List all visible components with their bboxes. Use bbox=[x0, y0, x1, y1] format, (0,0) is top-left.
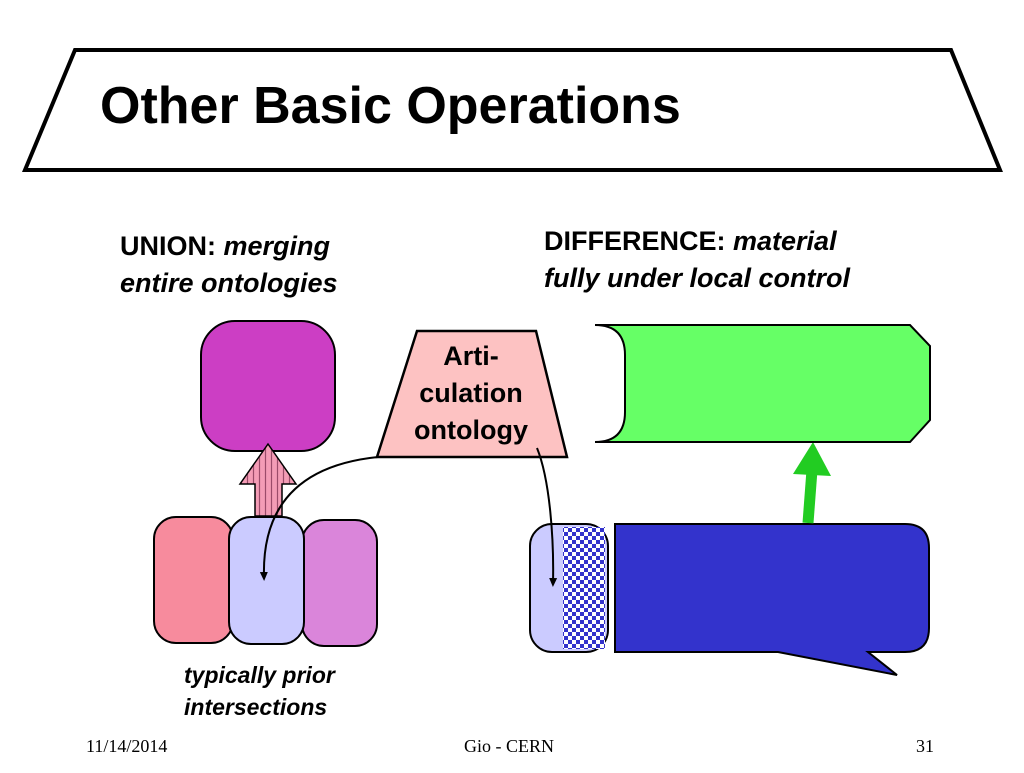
intersections-note: typically prior intersections bbox=[184, 659, 335, 723]
slide-title: Other Basic Operations bbox=[100, 77, 681, 135]
difference-arrow-head bbox=[793, 442, 831, 476]
union-right-source-box bbox=[301, 519, 378, 647]
difference-heading: DIFFERENCE: material fully under local c… bbox=[544, 223, 850, 297]
union-up-arrow bbox=[238, 442, 298, 517]
merged-ontology-box bbox=[200, 320, 336, 452]
difference-description-line1: material bbox=[733, 226, 837, 256]
difference-result-box bbox=[594, 324, 931, 443]
union-description-line1: merging bbox=[223, 231, 331, 261]
union-middle-source-box bbox=[228, 516, 305, 645]
difference-label: DIFFERENCE: bbox=[544, 226, 726, 256]
articulation-line2: culation bbox=[419, 378, 523, 408]
footer-date: 11/14/2014 bbox=[86, 736, 168, 756]
articulation-arrow-to-union bbox=[259, 456, 379, 581]
union-description-line2: entire ontologies bbox=[120, 268, 338, 298]
difference-source-box bbox=[614, 523, 930, 676]
difference-checker-overlap bbox=[563, 527, 605, 649]
difference-arrow-shaft bbox=[802, 469, 818, 524]
intersections-note-line1: typically prior bbox=[184, 662, 335, 688]
difference-description-line2: fully under local control bbox=[544, 263, 851, 293]
articulation-line1: Arti- bbox=[443, 341, 499, 371]
articulation-line3: ontology bbox=[414, 415, 528, 445]
union-label: UNION: bbox=[120, 231, 216, 261]
union-heading: UNION: merging entire ontologies bbox=[120, 228, 338, 302]
title-banner bbox=[22, 48, 1003, 172]
footer-page-number: 31 bbox=[916, 736, 934, 756]
articulation-ontology-shape bbox=[375, 329, 569, 459]
footer-center-text: Gio - CERN bbox=[464, 736, 554, 756]
union-left-source-box bbox=[153, 516, 234, 644]
articulation-arrow-to-difference bbox=[536, 447, 558, 587]
articulation-label: Arti- culation ontology bbox=[386, 338, 556, 449]
intersections-note-line2: intersections bbox=[184, 694, 328, 720]
